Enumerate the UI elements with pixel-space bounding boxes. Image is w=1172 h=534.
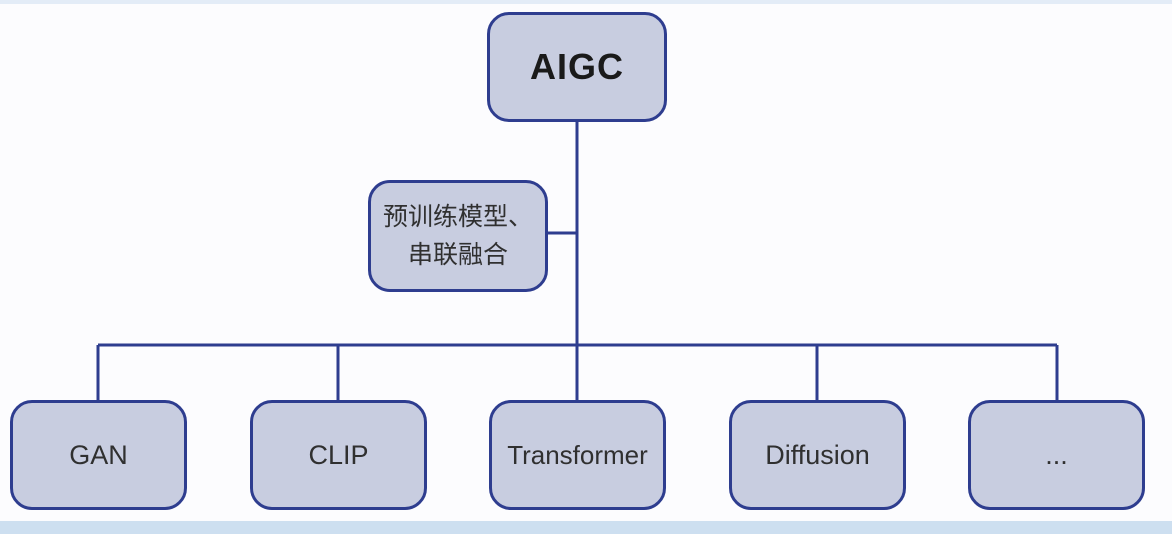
node-aigc: AIGC bbox=[487, 12, 667, 122]
node-transformer: Transformer bbox=[489, 400, 666, 510]
node-transformer-label: Transformer bbox=[507, 439, 648, 470]
node-aigc-label: AIGC bbox=[530, 46, 624, 87]
node-ellipsis-label: ... bbox=[1045, 439, 1068, 470]
node-gan-label: GAN bbox=[69, 439, 128, 470]
node-diffusion-label: Diffusion bbox=[765, 439, 870, 470]
annotation-line-2: 串联融合 bbox=[407, 241, 508, 269]
bottom-edge-strip bbox=[0, 521, 1172, 534]
node-clip-label: CLIP bbox=[308, 439, 369, 470]
node-clip: CLIP bbox=[250, 400, 427, 510]
node-diffusion: Diffusion bbox=[729, 400, 906, 510]
top-edge-strip bbox=[0, 0, 1172, 4]
annotation-line-1: 预训练模型、 bbox=[382, 203, 533, 231]
node-gan: GAN bbox=[10, 400, 187, 510]
node-annotation: 预训练模型、 串联融合 bbox=[368, 180, 548, 292]
node-ellipsis: ... bbox=[968, 400, 1145, 510]
